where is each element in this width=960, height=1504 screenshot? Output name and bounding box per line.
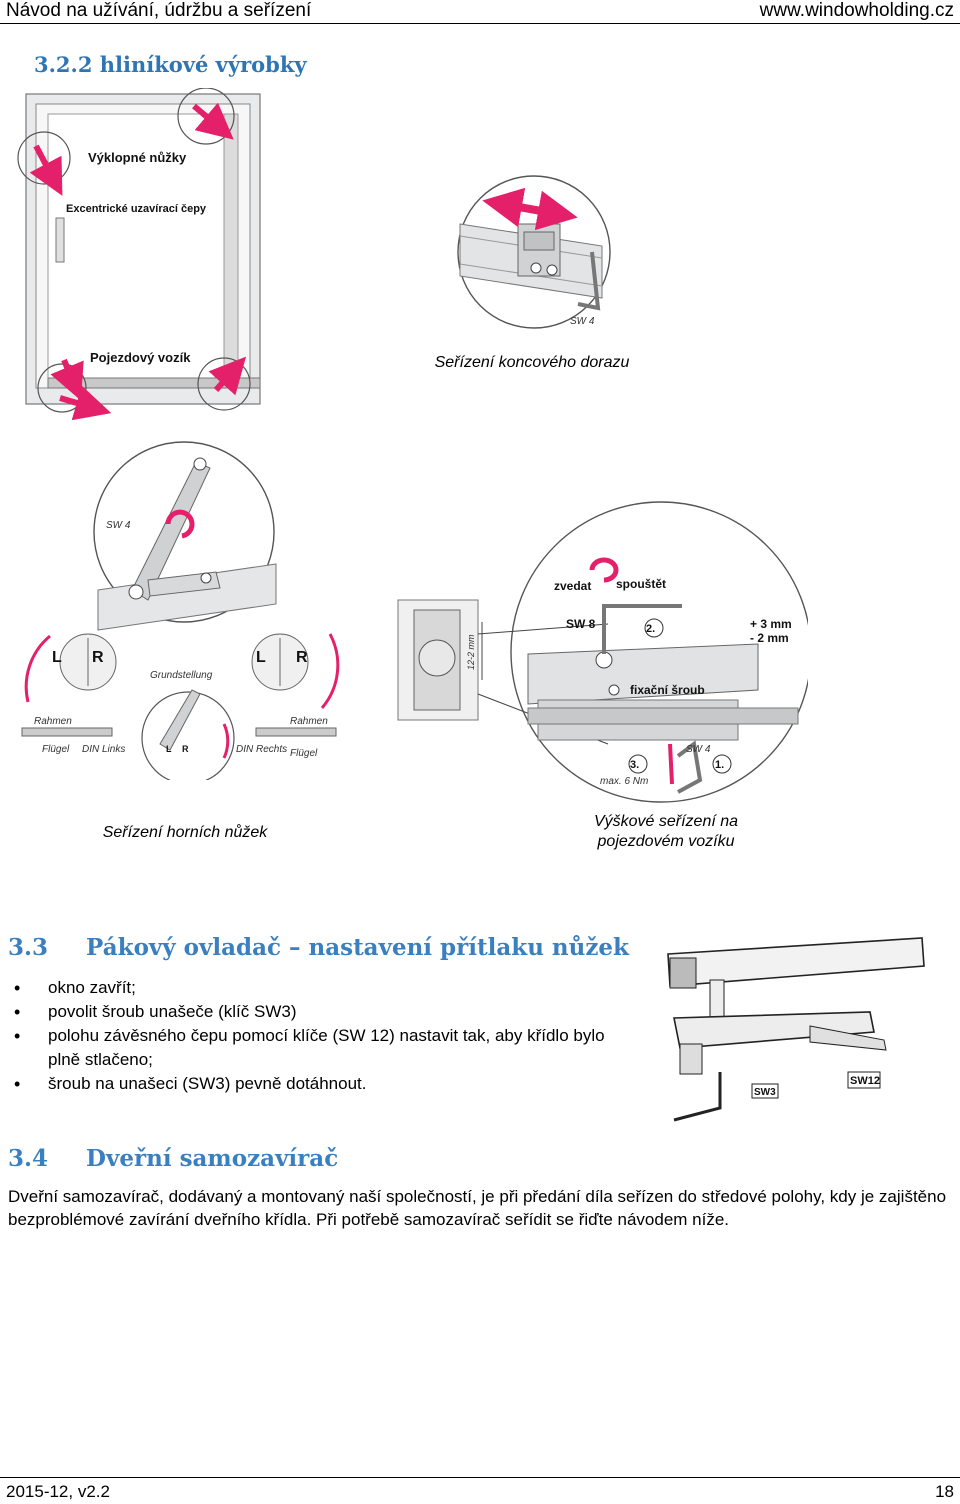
list-item: okno zavřít; [8, 976, 638, 1000]
label-step1: 1. [715, 759, 724, 771]
end-stop-figure: SW 4 [457, 175, 611, 329]
label-raise: zvedat [554, 579, 591, 593]
label-step2: 2. [646, 623, 655, 635]
label-sw4-scissors: SW 4 [106, 520, 131, 531]
label-frame-right: Rahmen [290, 716, 328, 727]
label-sw12: SW12 [850, 1075, 880, 1087]
scissors-figure: SW 4 L R L R Grundstellung L R Rahmen Ra… [21, 441, 340, 780]
window-figure: Výklopné nůžky Excentrické uzavírací čep… [17, 88, 261, 420]
label-carriage: Pojezdový vozík [90, 350, 191, 365]
label-fix-screw: fixační šroub [630, 683, 705, 697]
section-34-title: Dveřní samozavírač [86, 1145, 339, 1172]
label-L-center: L [166, 744, 172, 754]
footer-version: 2015-12, v2.2 [6, 1482, 110, 1501]
label-L-left: L [52, 649, 62, 666]
page-number: 18 [935, 1482, 954, 1501]
section-33-heading: 3.3 Pákový ovladač – nastavení přítlaku … [8, 934, 648, 961]
footer-rule [0, 1477, 960, 1478]
list-item: polohu závěsného čepu pomocí klíče (SW 1… [8, 1024, 638, 1072]
label-sash-right: Flügel [290, 748, 318, 759]
label-plus: + 3 mm [750, 617, 792, 631]
label-eccentric-pins: Excentrické uzavírací čepy [66, 203, 207, 215]
section-322-title: 3.2.2 hliníkové výrobky [34, 52, 307, 77]
label-sw4: SW 4 [570, 316, 595, 327]
section-33-number: 3.3 [8, 934, 49, 961]
label-sw3: SW3 [754, 1087, 776, 1098]
label-minus: - 2 mm [750, 631, 789, 645]
label-lower: spouštět [616, 577, 666, 591]
header-rule [0, 23, 960, 24]
label-sw4-carriage: SW 4 [686, 744, 711, 755]
label-sash-left: Flügel [42, 744, 70, 755]
label-tilt-scissors: Výklopné nůžky [88, 150, 187, 165]
label-sw8: SW 8 [566, 617, 596, 631]
list-item: povolit šroub unašeče (klíč SW3) [8, 1000, 638, 1024]
caption-end-stop: Seřízení koncového dorazu [434, 354, 630, 371]
section-34-paragraph: Dveřní samozavírač, dodávaný a montovaný… [8, 1187, 947, 1229]
lever-figure: SW12 SW3 [667, 937, 925, 1122]
label-dim: 12-2 mm [466, 634, 476, 670]
label-din-right: DIN Rechts [236, 744, 287, 755]
label-din-left: DIN Links [82, 744, 125, 755]
label-torque: max. 6 Nm [600, 776, 648, 787]
caption-carriage-1: Výškové seřízení na [593, 813, 739, 830]
section-34-number: 3.4 [8, 1145, 49, 1172]
label-L-right: L [256, 649, 266, 666]
caption-carriage-2: pojezdovém vozíku [597, 833, 735, 850]
header-url: www.windowholding.cz [759, 0, 954, 21]
section-33-title: Pákový ovladač – nastavení přítlaku nůže… [86, 934, 629, 961]
section-34-heading: 3.4 Dveřní samozavírač [8, 1145, 648, 1172]
label-basic-position: Grundstellung [150, 670, 213, 681]
label-R-left: R [92, 649, 104, 666]
label-frame-left: Rahmen [34, 716, 72, 727]
label-R-center: R [182, 744, 189, 754]
section-33-list: okno zavřít; povolit šroub unašeče (klíč… [8, 976, 638, 1096]
carriage-figure: 12-2 mm zvedat spouštět SW 8 2. + 3 mm -… [397, 501, 808, 803]
list-item: šroub na unašeci (SW3) pevně dotáhnout. [8, 1072, 638, 1096]
label-R-right: R [296, 649, 308, 666]
caption-scissors: Seřízení horních nůžek [102, 824, 268, 841]
label-step3: 3. [630, 759, 639, 771]
header-title: Návod na užívání, údržbu a seřízení [6, 0, 312, 21]
